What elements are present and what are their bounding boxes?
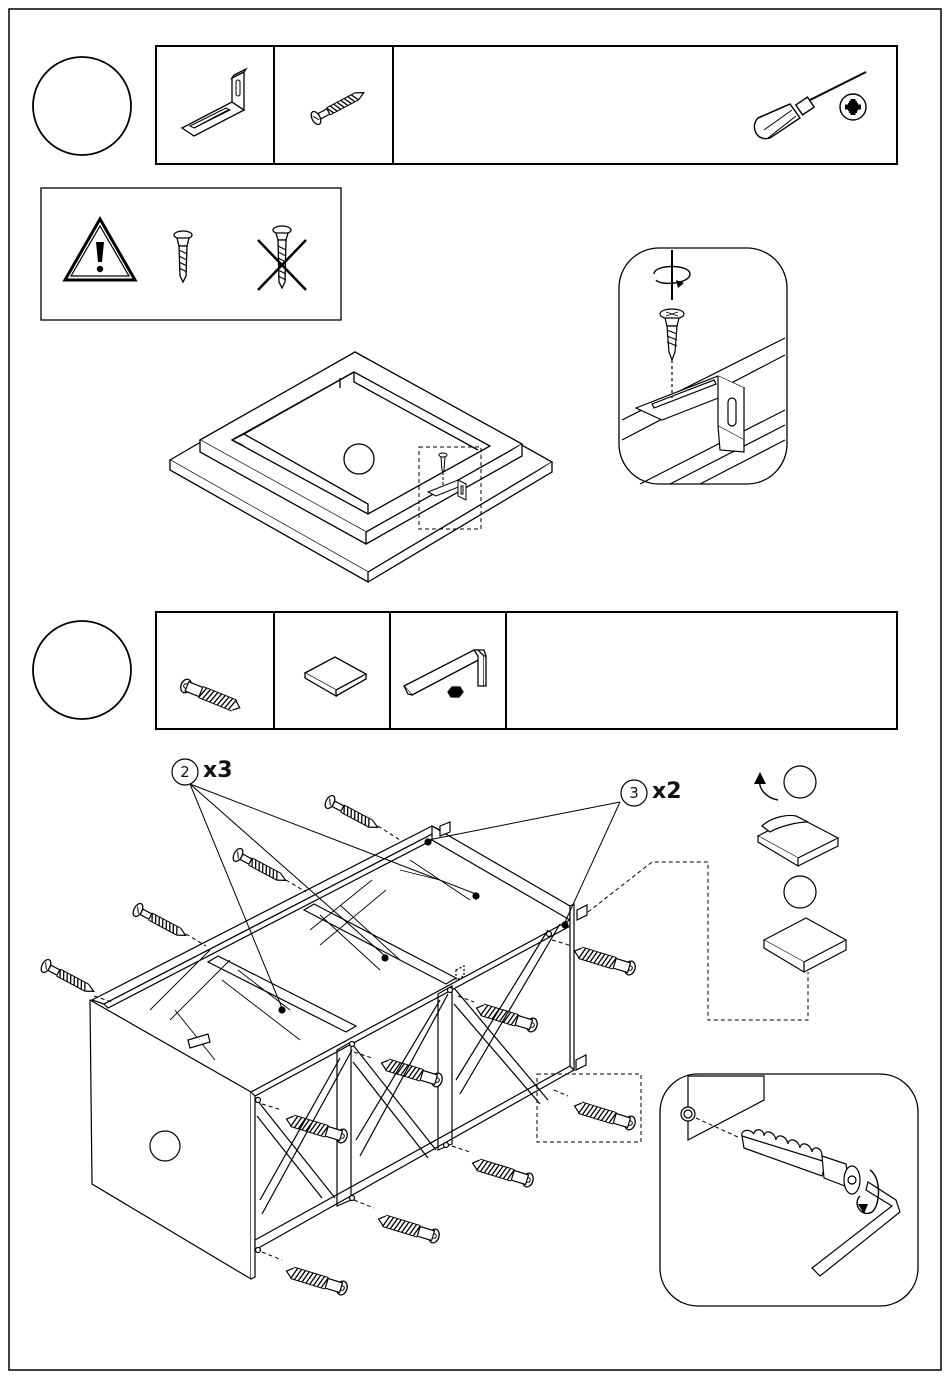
allen-key-icon: [404, 650, 486, 697]
part-2-quantity: x3: [203, 758, 233, 783]
wrong-screw-crossed-icon: [258, 226, 306, 290]
frame-assembly-drawing: [170, 352, 552, 582]
warning-triangle-icon: [65, 219, 135, 280]
part-3-callout-number: 3: [620, 779, 648, 807]
cabinet-assembly-drawing: [90, 822, 587, 1279]
correct-screw-icon: [174, 231, 192, 282]
cam-bolt-icon: [262, 940, 637, 1296]
l-bracket-icon: [182, 69, 246, 136]
part-2-callout-number: 2: [171, 758, 199, 786]
felt-pad-icon: [305, 657, 366, 696]
cam-bolt-icon: [179, 678, 243, 715]
wood-screw-icon: [309, 86, 367, 126]
phillips-screwdriver-icon: [754, 72, 866, 139]
part-3-quantity: x2: [652, 779, 682, 804]
